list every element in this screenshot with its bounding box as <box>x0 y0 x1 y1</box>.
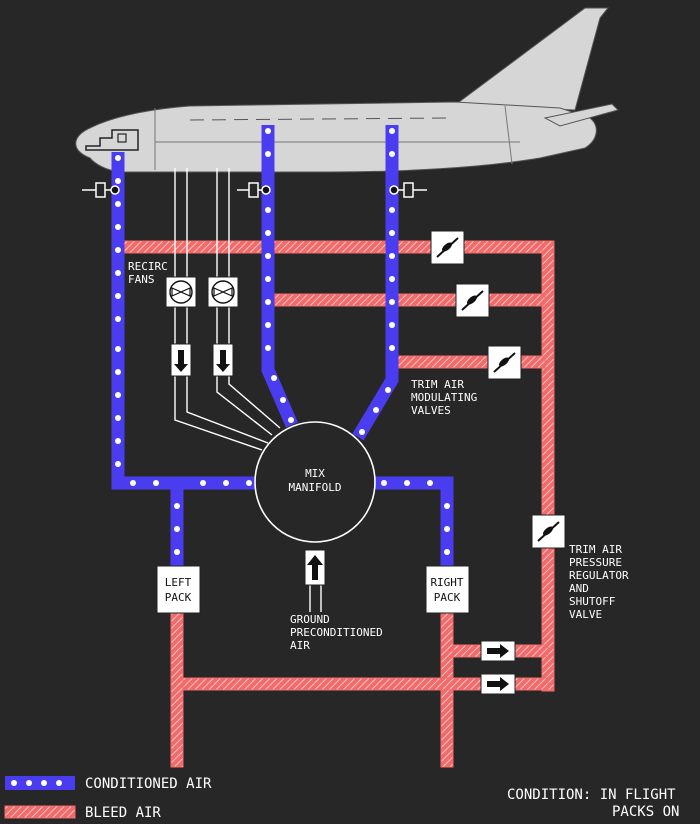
recirc-fans-label-2: FANS <box>128 273 155 286</box>
recirc-flow-arrow-left <box>170 343 192 377</box>
left-pack-label-2: PACK <box>165 591 192 604</box>
trim-air-modulating-label-2: MODULATING <box>411 391 477 404</box>
trim-pressure-label-4: AND <box>569 582 589 595</box>
outlet-valve-middle <box>237 182 271 198</box>
right-pack-label-1: RIGHT <box>430 576 463 589</box>
trim-valve-2 <box>455 283 490 318</box>
ground-air-arrow <box>304 549 326 586</box>
trim-pressure-label-5: SHUTOFF <box>569 595 615 608</box>
mix-manifold <box>254 421 376 543</box>
mix-manifold-label-1: MIX <box>305 467 325 480</box>
outlet-valve-left <box>82 182 120 198</box>
condition-line-1: CONDITION: IN FLIGHT <box>507 787 676 803</box>
conditioned-air-dots <box>115 128 450 555</box>
right-pack-label-2: PACK <box>434 591 461 604</box>
left-pack-label-1: LEFT <box>165 576 192 589</box>
legend-conditioned-label: CONDITIONED AIR <box>85 776 212 792</box>
right-pack: RIGHT PACK <box>425 565 470 614</box>
trim-valve-3 <box>487 345 522 380</box>
trim-pressure-label-2: PRESSURE <box>569 556 622 569</box>
left-pack: LEFT PACK <box>156 565 201 614</box>
recirc-fan-right <box>207 276 239 308</box>
trim-pressure-regulator-valve <box>531 514 566 549</box>
ground-air-label-2: PRECONDITIONED <box>290 626 383 639</box>
trim-pressure-label-1: TRIM AIR <box>569 543 622 556</box>
recirc-ducts <box>174 168 322 612</box>
legend-bleed-label: BLEED AIR <box>85 805 161 821</box>
trim-air-modulating-label-1: TRIM AIR <box>411 378 464 391</box>
trim-pressure-label-6: VALVE <box>569 608 602 621</box>
trim-air-modulating-label-3: VALVES <box>411 404 451 417</box>
check-valve-lower <box>480 673 516 695</box>
trim-pressure-label-3: REGULATOR <box>569 569 629 582</box>
legend-bleed-swatch <box>4 805 76 819</box>
check-valve-upper <box>480 640 516 662</box>
ground-air-label-3: AIR <box>290 639 310 652</box>
trim-valve-1 <box>430 230 465 265</box>
legend: CONDITIONED AIR BLEED AIR <box>4 776 212 821</box>
outlet-valve-right <box>389 182 427 198</box>
mix-manifold-label-2: MANIFOLD <box>289 481 342 494</box>
recirc-fans-label-1: RECIRC <box>128 260 168 273</box>
recirc-flow-arrow-right <box>212 343 234 377</box>
ground-air-label-1: GROUND <box>290 613 330 626</box>
legend-conditioned-swatch <box>5 776 75 790</box>
recirc-fan-left <box>165 276 197 308</box>
airplane-fuselage <box>75 7 619 173</box>
condition-line-2: PACKS ON <box>612 804 679 820</box>
